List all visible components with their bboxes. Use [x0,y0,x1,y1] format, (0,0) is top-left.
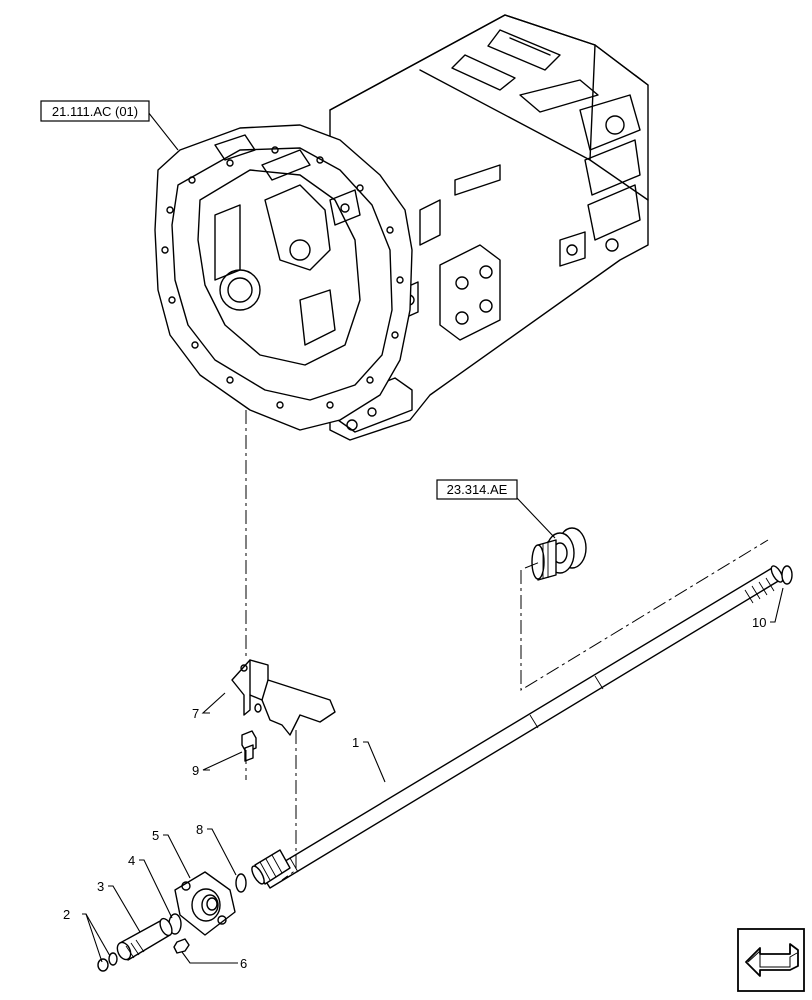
sleeve [116,917,173,961]
reference-box-gear[interactable]: 23.314.AE [436,479,518,500]
callout-1: 1 [352,735,359,750]
callout-5: 5 [152,828,159,843]
nut [173,938,190,954]
leader-lines [82,111,784,964]
callout-10: 10 [752,615,766,630]
callout-4: 4 [128,853,135,868]
callout-3: 3 [97,879,104,894]
reference-label-housing: 21.111.AC (01) [52,104,138,119]
callout-8: 8 [196,822,203,837]
washer-1 [97,958,109,972]
reference-label-gear: 23.314.AE [447,482,508,497]
bracket [231,659,336,736]
shaft [251,565,784,889]
callout-2: 2 [63,907,70,922]
previous-view-arrow-icon[interactable] [737,928,805,992]
bolt [241,730,257,762]
callout-6: 6 [240,956,247,971]
snap-ring [235,873,247,893]
washer-2 [108,952,118,966]
gear-assembly [531,527,587,581]
end-ring [781,565,793,585]
callout-9: 9 [192,763,199,778]
transmission-housing [154,14,649,441]
flange-bearing [174,871,236,936]
callout-7: 7 [192,706,199,721]
assembly-lines [245,410,769,881]
reference-box-housing[interactable]: 21.111.AC (01) [40,100,150,122]
